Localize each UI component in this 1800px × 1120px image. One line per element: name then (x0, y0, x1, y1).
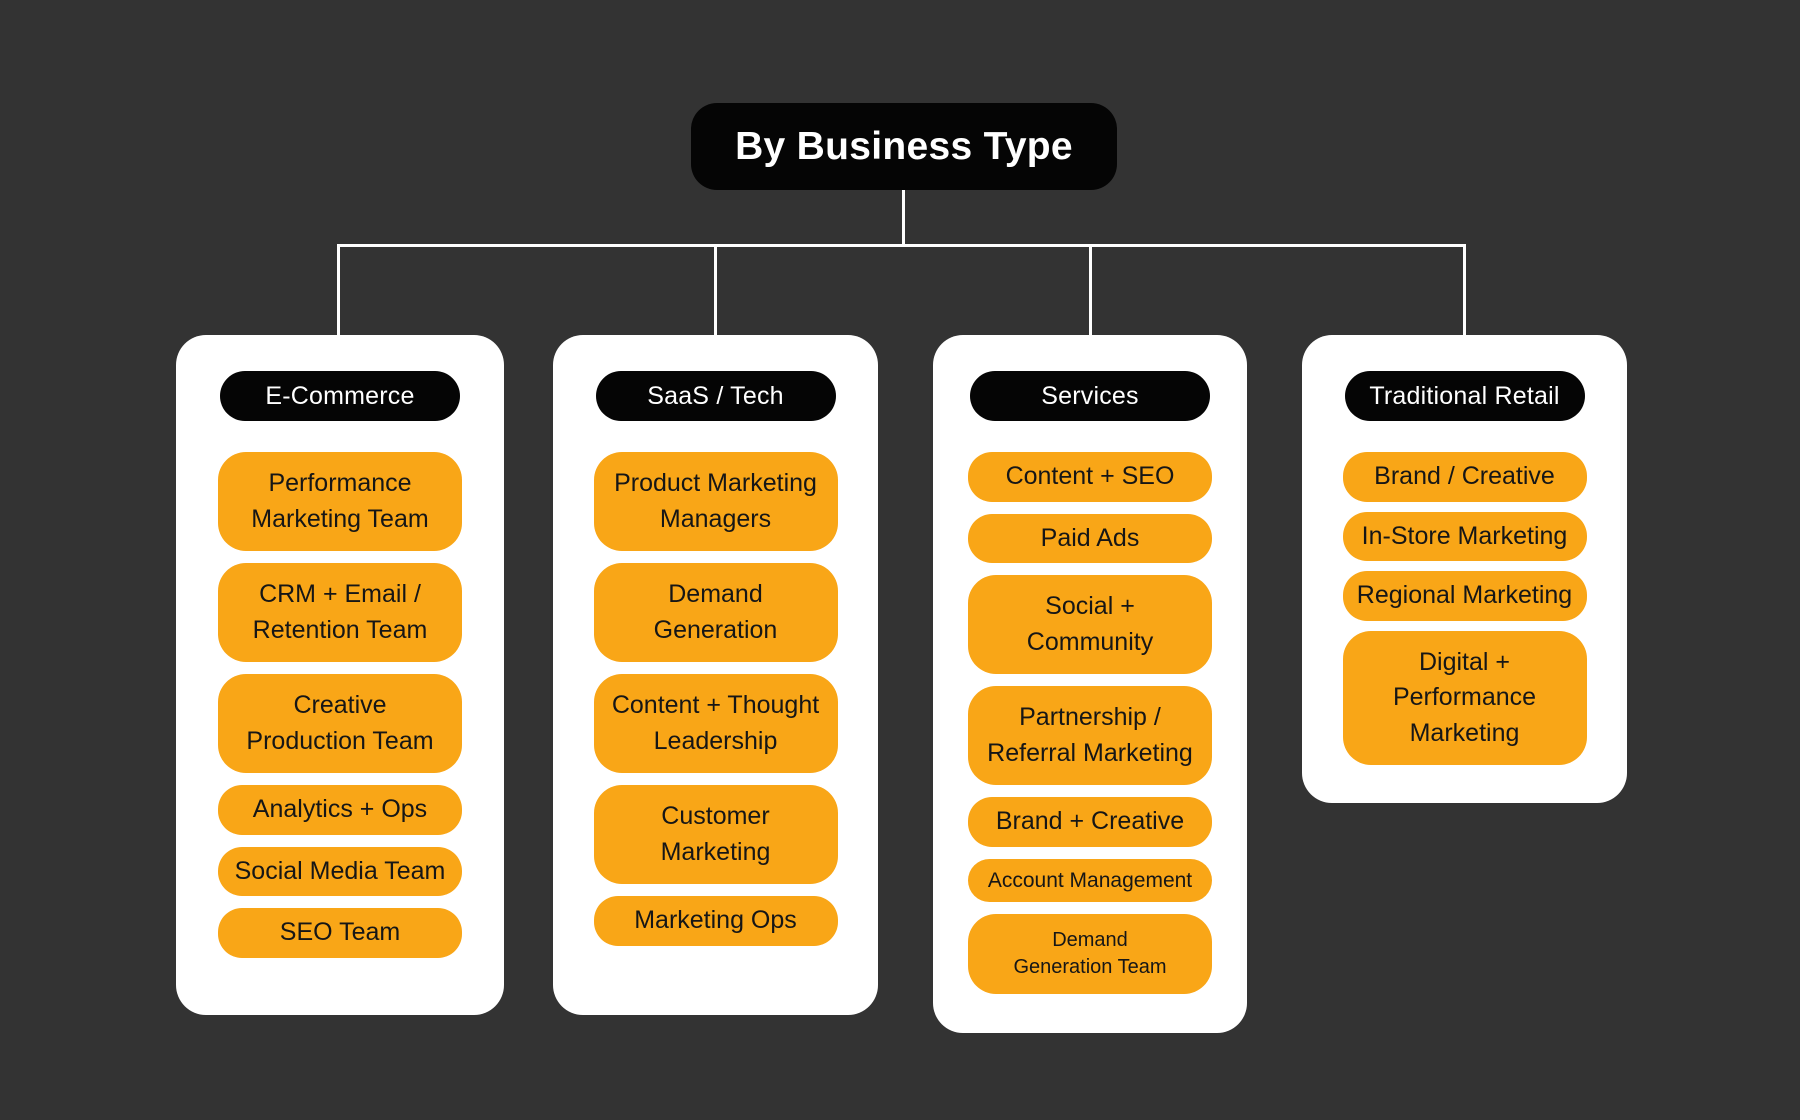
connector-title-stem (902, 190, 905, 247)
team-node: Marketing Ops (593, 896, 838, 946)
connector-drop-saas (714, 244, 717, 335)
root-node-label: By Business Type (735, 124, 1073, 168)
team-node: Content + SEO (968, 452, 1212, 502)
column-header-saas-tech: SaaS / Tech (595, 371, 836, 421)
team-node: Content + Thought Leadership (593, 674, 838, 773)
column-header-label: Services (1041, 381, 1139, 410)
team-node: Social + Community (968, 575, 1212, 674)
connector-drop-services (1089, 244, 1092, 335)
team-node: Demand Generation (593, 563, 838, 662)
column-card-ecommerce: E-Commerce Performance Marketing Team CR… (176, 335, 504, 1015)
team-node: Creative Production Team (218, 674, 462, 773)
column-card-services: Services Content + SEO Paid Ads Social +… (933, 335, 1247, 1033)
team-node: Demand Generation Team (968, 914, 1212, 995)
team-node: Product Marketing Managers (593, 452, 838, 551)
connector-drop-ecommerce (337, 244, 340, 335)
column-header-traditional-retail: Traditional Retail (1344, 371, 1585, 421)
team-node: Analytics + Ops (218, 785, 462, 835)
team-node: Account Management (968, 858, 1212, 903)
column-header-services: Services (970, 371, 1210, 421)
root-node: By Business Type (691, 103, 1117, 190)
column-header-label: SaaS / Tech (647, 381, 784, 410)
connector-horizontal (337, 244, 1466, 247)
column-header-ecommerce: E-Commerce (220, 371, 460, 421)
column-card-saas-tech: SaaS / Tech Product Marketing Managers D… (553, 335, 878, 1015)
team-node: SEO Team (218, 908, 462, 958)
team-node: Brand + Creative (968, 797, 1212, 847)
team-node: In-Store Marketing (1342, 511, 1587, 561)
team-node: Social Media Team (218, 846, 462, 896)
team-node: CRM + Email / Retention Team (218, 563, 462, 662)
team-node: Digital + Performance Marketing (1342, 630, 1587, 765)
team-node: Customer Marketing (593, 785, 838, 884)
column-card-traditional-retail: Traditional Retail Brand / Creative In-S… (1302, 335, 1627, 803)
team-node: Performance Marketing Team (218, 452, 462, 551)
team-node: Paid Ads (968, 513, 1212, 563)
column-header-label: Traditional Retail (1369, 381, 1560, 410)
team-node: Regional Marketing (1342, 571, 1587, 621)
connector-drop-retail (1463, 244, 1466, 335)
column-header-label: E-Commerce (265, 381, 415, 410)
team-node: Partnership / Referral Marketing (968, 686, 1212, 785)
team-node: Brand / Creative (1342, 452, 1587, 502)
